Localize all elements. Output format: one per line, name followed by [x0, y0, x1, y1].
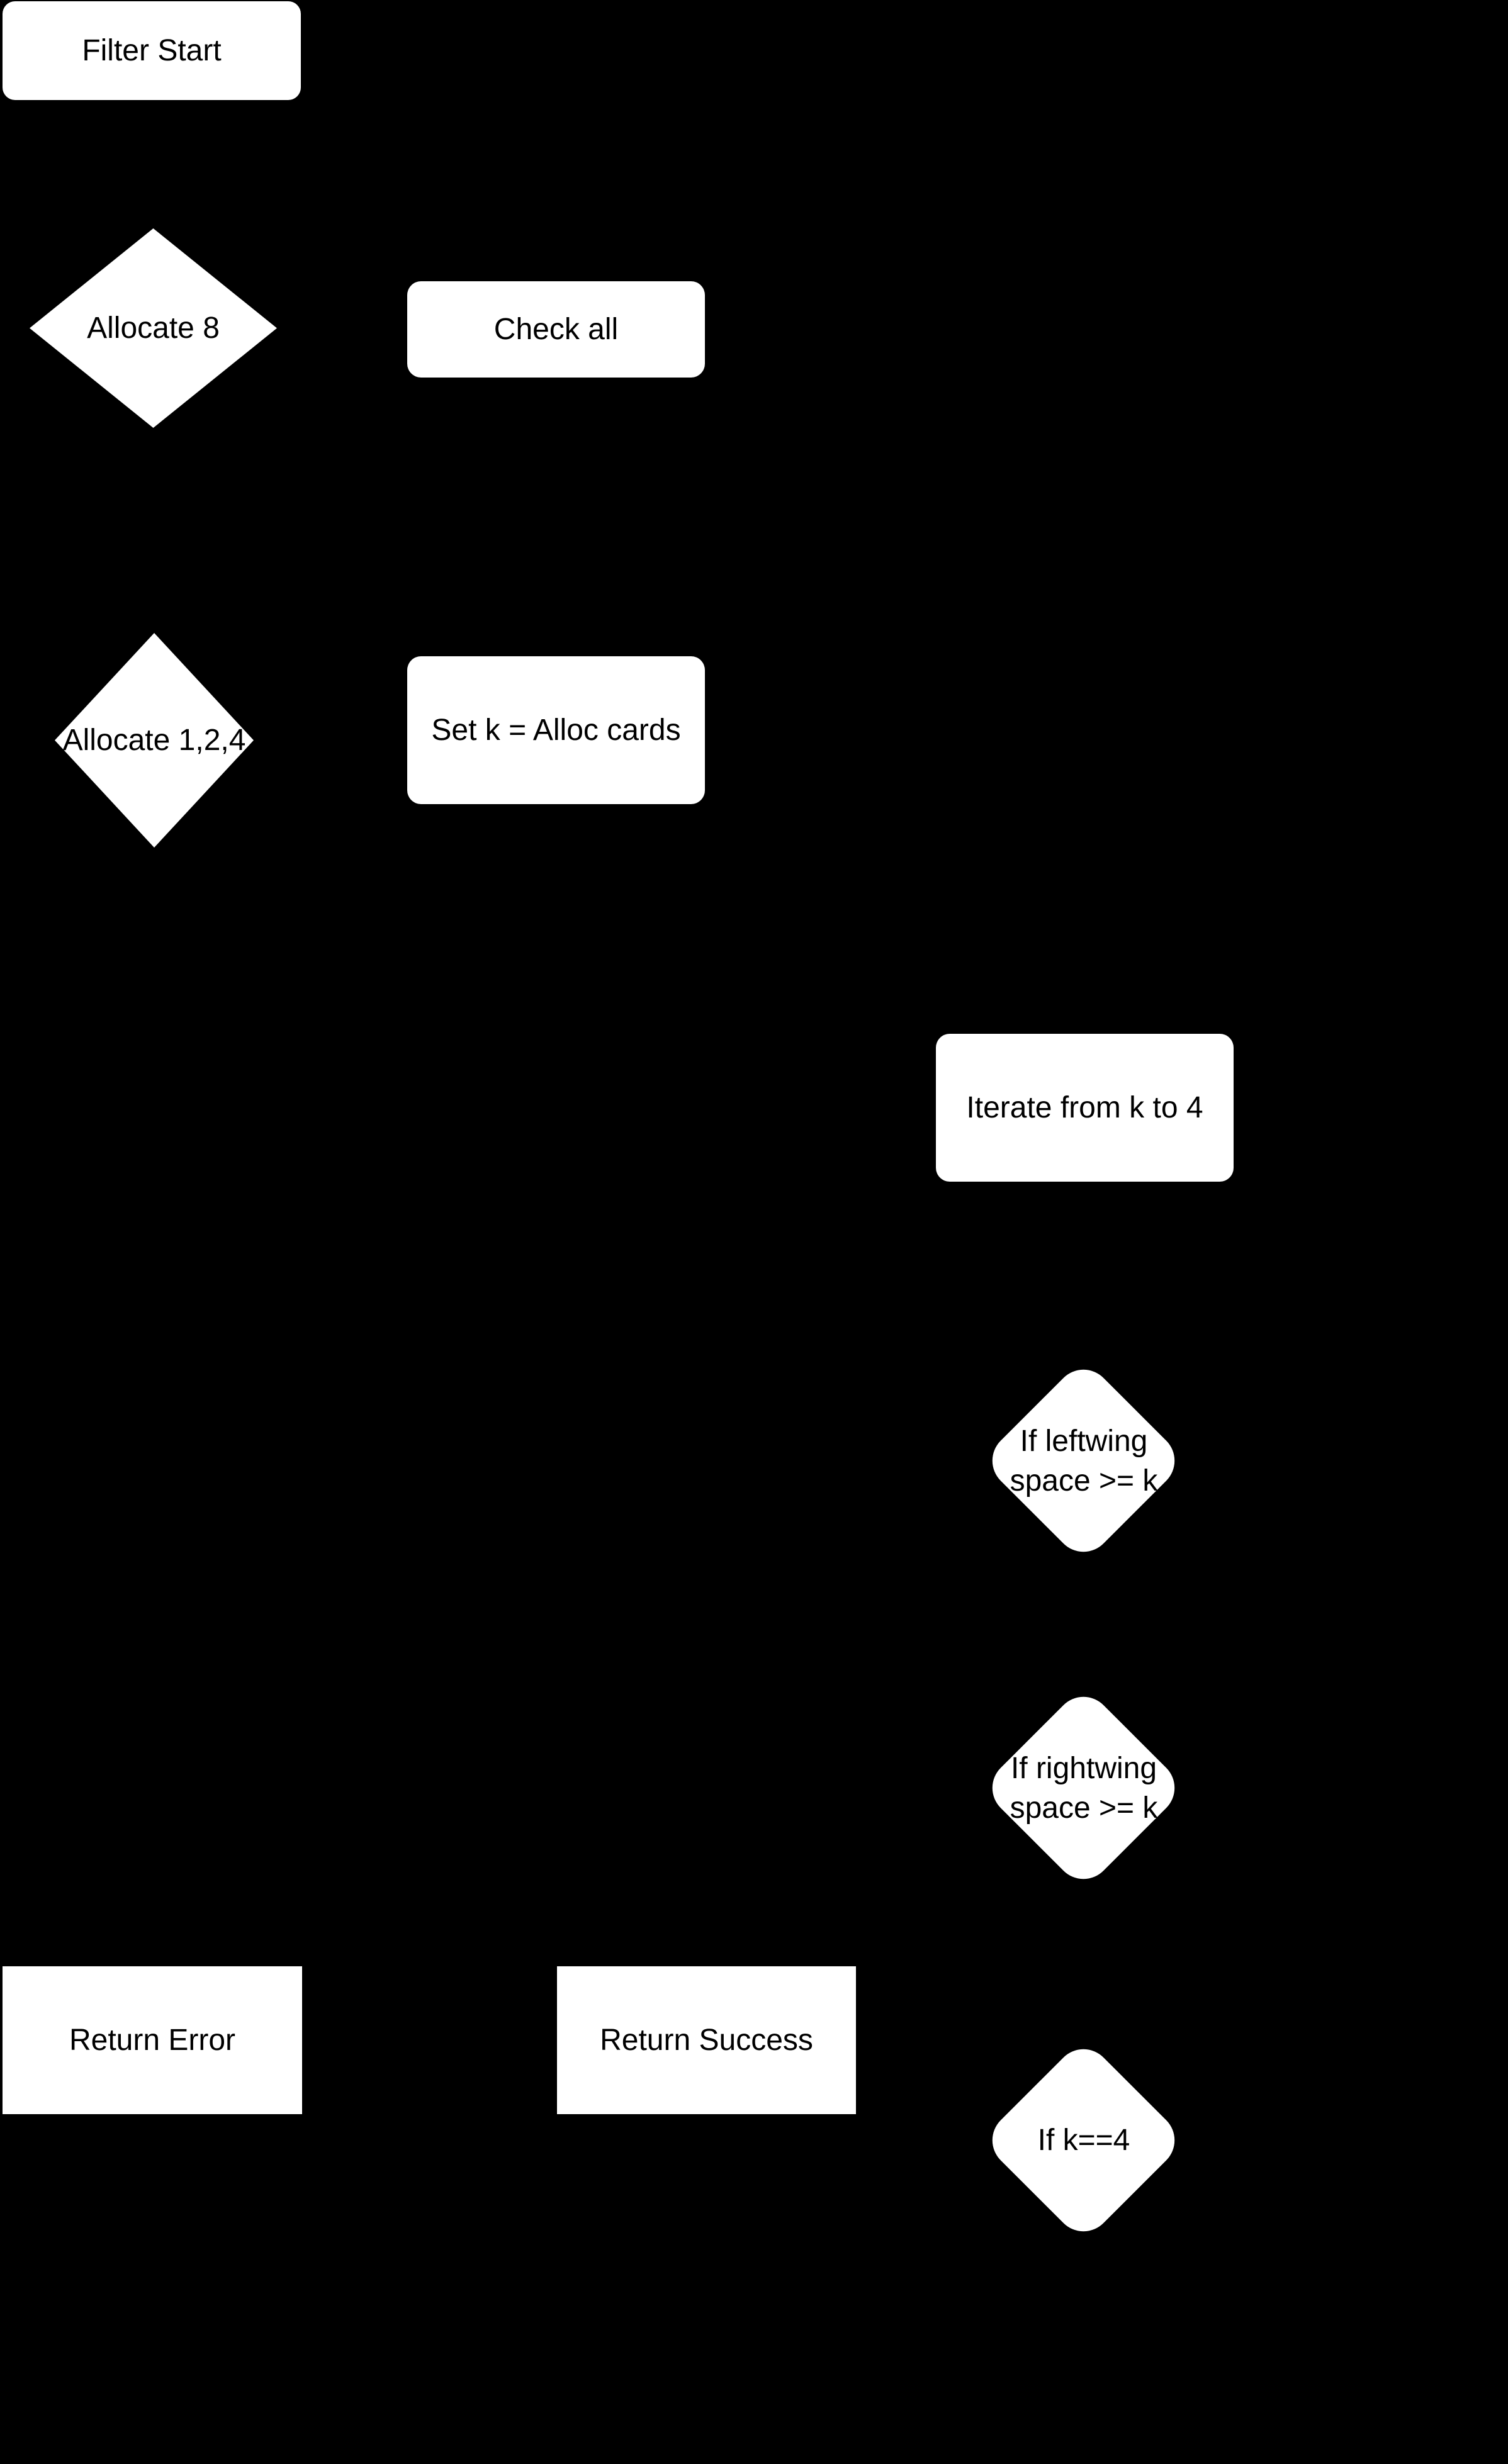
node-check-all-label: Check all	[493, 313, 619, 346]
node-return-success-label: Return Success	[600, 2024, 813, 2057]
label-line-2: space >= k	[1010, 1791, 1158, 1825]
node-return-success: Return Success	[557, 1966, 856, 2114]
node-if-k-equals-4-label: If k==4	[1037, 2124, 1130, 2157]
node-set-k-alloc-cards: Set k = Alloc cards	[407, 656, 705, 804]
node-iterate-from-k-to-4-label: Iterate from k to 4	[966, 1091, 1203, 1124]
node-if-k-equals-4: If k==4	[981, 2037, 1186, 2243]
node-allocate-8: Allocate 8	[30, 228, 277, 428]
node-if-leftwing-space-ge-k: If leftwing space >= k	[981, 1358, 1186, 1564]
node-iterate-from-k-to-4: Iterate from k to 4	[936, 1034, 1234, 1182]
node-set-k-alloc-cards-label: Set k = Alloc cards	[431, 714, 681, 747]
node-filter-start: Filter Start	[3, 1, 301, 100]
node-allocate-1-2-4-label: Allocate 1,2,4	[62, 724, 246, 757]
node-check-all: Check all	[407, 281, 705, 378]
node-return-error-label: Return Error	[69, 2024, 236, 2057]
node-return-error: Return Error	[3, 1966, 302, 2114]
node-allocate-1-2-4: Allocate 1,2,4	[55, 633, 254, 848]
node-if-rightwing-space-ge-k-label: If rightwing space >= k	[993, 1698, 1175, 1878]
node-if-leftwing-space-ge-k-label: If leftwing space >= k	[993, 1370, 1175, 1551]
label-line-1: If leftwing	[1020, 1424, 1148, 1458]
node-allocate-8-label: Allocate 8	[87, 311, 220, 345]
label-line-2: space >= k	[1010, 1464, 1158, 1498]
node-filter-start-label: Filter Start	[82, 34, 222, 67]
label-line-1: If rightwing	[1010, 1751, 1157, 1785]
node-if-rightwing-space-ge-k: If rightwing space >= k	[981, 1685, 1186, 1891]
